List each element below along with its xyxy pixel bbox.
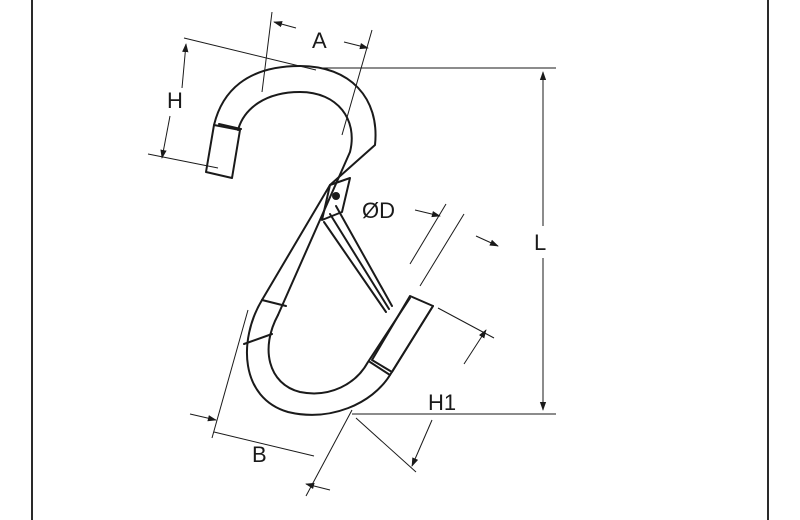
dim-b-extension-right [305, 409, 353, 497]
dim-h1-extension-bottom [355, 417, 417, 473]
upper-hook-tip [205, 124, 241, 179]
dim-a-arrow-left [273, 21, 297, 29]
dim-label-l: L [534, 230, 546, 255]
dimension-lines [147, 11, 556, 497]
dim-d-arrow [475, 235, 499, 247]
dim-d-leader [414, 209, 441, 218]
lower-loop-band-right [369, 361, 391, 376]
dim-b-arrow-right [305, 482, 331, 491]
lower-loop-band-upper [261, 299, 287, 307]
dim-h1-arrow-top [463, 329, 487, 365]
gate-spring-wire [323, 205, 393, 313]
dim-d-extension-left2 [409, 203, 447, 265]
lower-loop-band-left [243, 333, 273, 345]
dim-label-d: ØD [362, 198, 395, 223]
dim-h-arrow-bottom [160, 115, 171, 159]
dim-b-line [213, 431, 315, 457]
dim-h-extension-top [183, 37, 317, 71]
dim-label-h: H [167, 88, 183, 113]
gate-hinge-plate [321, 177, 351, 221]
gate-rivet [332, 192, 340, 200]
dim-b-arrow-left [189, 413, 217, 422]
upper-hook-inner-edge [237, 91, 353, 316]
dim-h-extension-bottom [147, 153, 219, 169]
dim-a-extension-left [261, 11, 273, 93]
dim-h-arrow-top [181, 43, 189, 89]
s-hook-body [205, 65, 434, 416]
dim-d-extension-left [419, 213, 465, 287]
dim-a-arrow-right [343, 41, 369, 50]
dim-label-h1: H1 [428, 390, 456, 415]
dim-h1-arrow-bottom [411, 419, 433, 467]
upper-tip-band-line [218, 123, 242, 130]
dim-h1-extension-top [437, 307, 495, 339]
dim-b-extension-left [211, 309, 249, 439]
dim-label-b: B [252, 442, 267, 467]
lower-loop-outer-edge [245, 299, 434, 416]
dim-label-a: A [312, 28, 327, 53]
lower-loop-inner-edge [267, 297, 411, 395]
lower-hook-tip [371, 295, 434, 373]
